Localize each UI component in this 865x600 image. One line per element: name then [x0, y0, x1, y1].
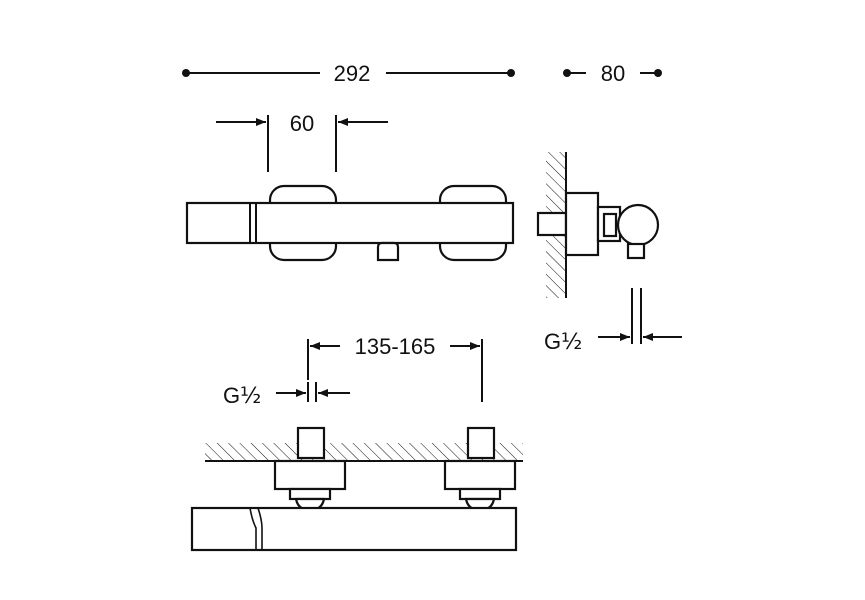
dimension-handle-width-label: 60: [290, 111, 314, 136]
side-knob: [616, 203, 660, 247]
left-inlet: [296, 426, 326, 460]
side-view: [536, 152, 660, 298]
dimension-depth-label: 80: [601, 61, 625, 86]
front-body: [185, 201, 515, 245]
left-nut: [288, 487, 332, 501]
dimension-thread-top-fraction: ½: [240, 384, 261, 409]
front-spout: [376, 241, 400, 262]
dimension-thread-side-fraction: ½: [561, 330, 582, 355]
dimension-overall-width-label: 292: [334, 61, 371, 86]
right-inlet: [466, 426, 496, 460]
side-outlet: [626, 242, 646, 260]
side-bracket: [564, 191, 600, 257]
top-wall-hatch: [205, 443, 523, 461]
right-nut: [458, 487, 502, 501]
dimension-handle-width: 60: [216, 111, 388, 172]
dimension-thread-side-prefix: G: [544, 329, 561, 354]
top-view: [190, 426, 523, 552]
dimension-overall-width: 292: [182, 61, 515, 86]
front-view: [185, 184, 515, 262]
dimension-centers: 135-165: [307, 334, 483, 402]
dimension-thread-top: G ½: [223, 382, 350, 409]
side-nut: [602, 212, 618, 238]
dimension-centers-label: 135-165: [355, 334, 436, 359]
left-eccentric: [273, 459, 347, 491]
right-eccentric: [443, 459, 517, 491]
dimension-thread-top-prefix: G: [223, 383, 240, 408]
dimension-depth: 80: [563, 61, 662, 86]
side-connector: [536, 211, 568, 237]
dimension-thread-side: G ½: [544, 288, 682, 355]
top-body: [190, 506, 518, 552]
